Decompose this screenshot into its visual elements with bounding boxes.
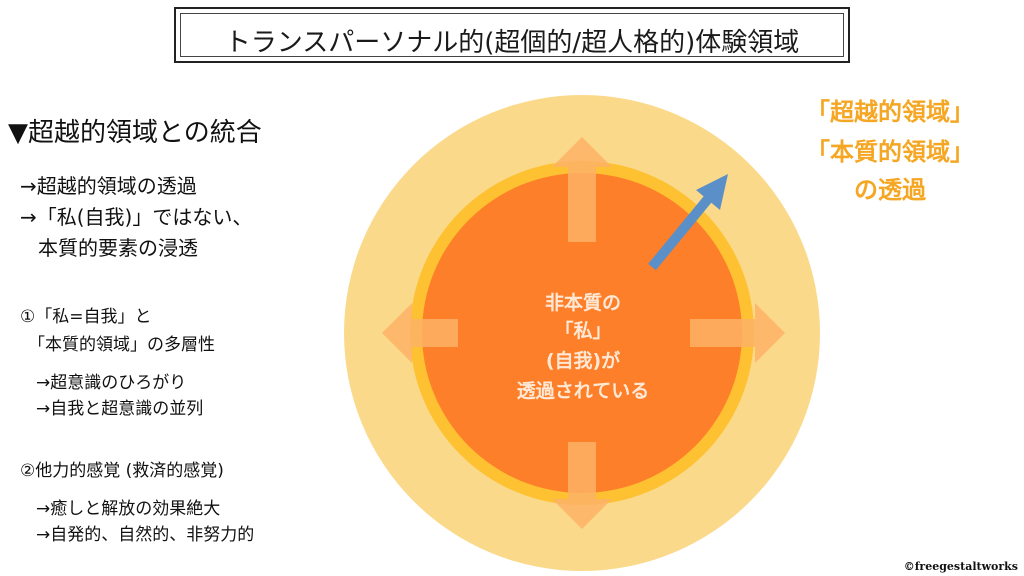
point1-sub1: →超意識のひろがり	[36, 373, 187, 393]
point2-sub1: →癒しと解放の効果絶大	[36, 499, 221, 519]
point1-line1: ①「私=自我」と	[20, 307, 152, 327]
point1-line2: 「本質的領域」の多層性	[28, 335, 215, 355]
page-title: トランスパーソナル的(超個的/超人格的)体験領域	[224, 28, 800, 58]
circle-diagram	[330, 82, 850, 572]
center-text-4: 透過されている	[516, 380, 650, 402]
right-label-2: 「本質的領域」	[806, 138, 974, 166]
title-box: トランスパーソナル的(超個的/超人格的)体験領域	[174, 7, 850, 63]
arrow-up-icon	[552, 137, 612, 242]
credit-text: ©freegestaltworks	[903, 560, 1018, 573]
right-label-3: の透過	[854, 176, 926, 204]
point2-sub2: →自発的、自然的、非努力的	[36, 525, 255, 545]
center-text-2: 「私」	[554, 320, 612, 342]
point2-line1: ②他力的感覚 (救済的感覚)	[20, 461, 224, 481]
left-line-2: →「私(自我)」ではない、	[20, 205, 253, 229]
diagonal-arrow-icon	[648, 174, 728, 271]
center-text-1: 非本質の	[544, 292, 621, 314]
arrow-down-icon	[552, 442, 612, 529]
point1-sub2: →自我と超意識の並列	[36, 399, 204, 419]
right-label-1: 「超越的領域」	[806, 98, 974, 126]
center-text-3: (自我)が	[545, 350, 621, 372]
arrow-right-icon	[690, 303, 785, 363]
left-line-3: 本質的要素の浸透	[38, 236, 198, 260]
section-heading: ▼超越的領域との統合	[8, 118, 262, 148]
arrow-left-icon	[382, 303, 458, 363]
left-line-1: →超越的領域の透過	[20, 174, 197, 198]
